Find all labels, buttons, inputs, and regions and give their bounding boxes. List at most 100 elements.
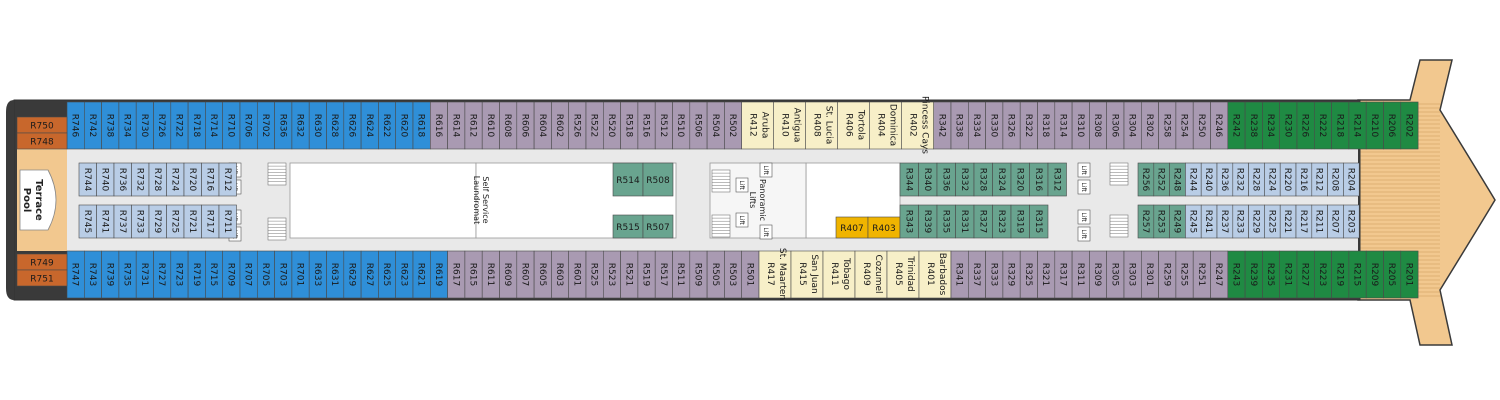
cabin-R238[interactable]: R238 bbox=[1244, 101, 1263, 150]
cabin-R330[interactable]: R330 bbox=[985, 101, 1004, 150]
cabin-R403[interactable]: R403 bbox=[867, 216, 901, 239]
cabin-R608[interactable]: R608 bbox=[499, 101, 518, 150]
cabin-R334[interactable]: R334 bbox=[967, 101, 986, 150]
cabin-R242[interactable]: R242 bbox=[1227, 101, 1246, 150]
cabin-R326[interactable]: R326 bbox=[1002, 101, 1021, 150]
cabin-R209[interactable]: R209 bbox=[1365, 250, 1384, 299]
cabin-R603[interactable]: R603 bbox=[551, 250, 570, 299]
cabin-R504[interactable]: R504 bbox=[706, 101, 725, 150]
cabin-R253[interactable]: R253 bbox=[1153, 204, 1170, 239]
cabin-R737[interactable]: R737 bbox=[113, 204, 132, 239]
cabin-R616[interactable]: R616 bbox=[429, 101, 448, 150]
cabin-R733[interactable]: R733 bbox=[131, 204, 150, 239]
cabin-R716[interactable]: R716 bbox=[201, 162, 220, 197]
cabin-R745[interactable]: R745 bbox=[78, 204, 97, 239]
cabin-R336[interactable]: R336 bbox=[936, 162, 956, 197]
cabin-R503[interactable]: R503 bbox=[724, 250, 743, 299]
cabin-R750[interactable]: R750 bbox=[16, 116, 68, 134]
cabin-R721[interactable]: R721 bbox=[183, 204, 202, 239]
cabin-R212[interactable]: R212 bbox=[1311, 162, 1328, 197]
cabin-R301[interactable]: R301 bbox=[1141, 250, 1159, 299]
cabin-R218[interactable]: R218 bbox=[1331, 101, 1350, 150]
cabin-R505[interactable]: R505 bbox=[706, 250, 725, 299]
cabin-R620[interactable]: R620 bbox=[395, 101, 414, 150]
cabin-R258[interactable]: R258 bbox=[1158, 101, 1177, 150]
cabin-R328[interactable]: R328 bbox=[973, 162, 993, 197]
cabin-R727[interactable]: R727 bbox=[153, 250, 172, 299]
cabin-R324[interactable]: R324 bbox=[992, 162, 1012, 197]
cabin-R306[interactable]: R306 bbox=[1106, 101, 1125, 150]
cabin-R321[interactable]: R321 bbox=[1037, 250, 1056, 299]
cabin-R703[interactable]: R703 bbox=[274, 250, 293, 299]
cabin-R525[interactable]: R525 bbox=[585, 250, 604, 299]
cabin-R225[interactable]: R225 bbox=[1264, 204, 1281, 239]
cabin-R344[interactable]: R344 bbox=[899, 162, 919, 197]
cabin-R610[interactable]: R610 bbox=[481, 101, 500, 150]
cabin-R724[interactable]: R724 bbox=[166, 162, 185, 197]
cabin-R318[interactable]: R318 bbox=[1037, 101, 1056, 150]
cabin-R730[interactable]: R730 bbox=[135, 101, 154, 150]
cabin-R612[interactable]: R612 bbox=[464, 101, 483, 150]
cabin-R630[interactable]: R630 bbox=[308, 101, 327, 150]
cabin-R609[interactable]: R609 bbox=[499, 250, 518, 299]
cabin-R329[interactable]: R329 bbox=[1002, 250, 1021, 299]
cabin-R233[interactable]: R233 bbox=[1232, 204, 1249, 239]
cabin-R246[interactable]: R246 bbox=[1210, 101, 1229, 150]
cabin-R239[interactable]: R239 bbox=[1244, 250, 1263, 299]
cabin-R252[interactable]: R252 bbox=[1153, 162, 1170, 197]
cabin-R619[interactable]: R619 bbox=[429, 250, 448, 299]
cabin-R234[interactable]: R234 bbox=[1262, 101, 1281, 150]
cabin-R249[interactable]: R249 bbox=[1169, 204, 1186, 239]
cabin-R320[interactable]: R320 bbox=[1010, 162, 1030, 197]
cabin-R335[interactable]: R335 bbox=[936, 204, 956, 239]
cabin-R332[interactable]: R332 bbox=[955, 162, 975, 197]
cabin-R256[interactable]: R256 bbox=[1137, 162, 1155, 197]
cabin-R617[interactable]: R617 bbox=[447, 250, 466, 299]
cabin-R738[interactable]: R738 bbox=[101, 101, 120, 150]
cabin-R705[interactable]: R705 bbox=[256, 250, 275, 299]
cabin-R501[interactable]: R501 bbox=[741, 250, 760, 299]
cabin-R309[interactable]: R309 bbox=[1089, 250, 1108, 299]
cabin-R231[interactable]: R231 bbox=[1279, 250, 1298, 299]
cabin-R506[interactable]: R506 bbox=[689, 101, 708, 150]
cabin-R719[interactable]: R719 bbox=[187, 250, 206, 299]
cabin-R232[interactable]: R232 bbox=[1232, 162, 1249, 197]
cabin-R215[interactable]: R215 bbox=[1348, 250, 1367, 299]
cabin-R522[interactable]: R522 bbox=[585, 101, 604, 150]
cabin-R751[interactable]: R751 bbox=[16, 269, 68, 287]
cabin-R518[interactable]: R518 bbox=[620, 101, 639, 150]
cabin-R622[interactable]: R622 bbox=[378, 101, 396, 150]
cabin-R220[interactable]: R220 bbox=[1279, 162, 1297, 197]
cabin-R254[interactable]: R254 bbox=[1175, 101, 1194, 150]
cabin-R706[interactable]: R706 bbox=[239, 101, 258, 150]
cabin-R604[interactable]: R604 bbox=[533, 101, 552, 150]
cabin-R333[interactable]: R333 bbox=[985, 250, 1004, 299]
cabin-R731[interactable]: R731 bbox=[135, 250, 154, 299]
cabin-R208[interactable]: R208 bbox=[1327, 162, 1344, 197]
cabin-R240[interactable]: R240 bbox=[1200, 162, 1218, 197]
cabin-R510[interactable]: R510 bbox=[672, 101, 691, 150]
cabin-R507[interactable]: R507 bbox=[642, 214, 674, 239]
cabin-R722[interactable]: R722 bbox=[170, 101, 189, 150]
cabin-R742[interactable]: R742 bbox=[84, 101, 102, 150]
cabin-R203[interactable]: R203 bbox=[1343, 204, 1360, 239]
cabin-R221[interactable]: R221 bbox=[1279, 204, 1297, 239]
cabin-R217[interactable]: R217 bbox=[1295, 204, 1313, 239]
cabin-R516[interactable]: R516 bbox=[637, 101, 656, 150]
cabin-R304[interactable]: R304 bbox=[1123, 101, 1142, 150]
cabin-R214[interactable]: R214 bbox=[1348, 101, 1367, 150]
cabin-R618[interactable]: R618 bbox=[412, 101, 431, 150]
cabin-R311[interactable]: R311 bbox=[1071, 250, 1090, 299]
cabin-R702[interactable]: R702 bbox=[256, 101, 275, 150]
cabin-R508[interactable]: R508 bbox=[642, 162, 674, 197]
cabin-R715[interactable]: R715 bbox=[205, 250, 223, 299]
cabin-R734[interactable]: R734 bbox=[118, 101, 137, 150]
cabin-R204[interactable]: R204 bbox=[1343, 162, 1360, 197]
